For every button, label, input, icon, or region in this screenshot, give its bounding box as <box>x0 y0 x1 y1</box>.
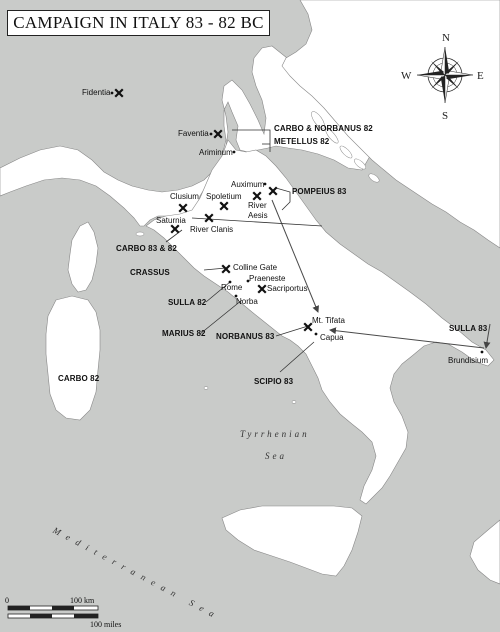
compass-e-label: E <box>477 70 484 82</box>
label-carbo-norbanus-82: CARBO & NORBANUS 82 <box>274 124 373 133</box>
town-dot-capua <box>314 332 318 336</box>
corsica <box>67 221 99 293</box>
map-title: CAMPAIGN IN ITALY 83 - 82 BC <box>7 10 270 36</box>
label-ariminum: Ariminum <box>199 148 233 157</box>
label-clusium: Clusium <box>170 192 199 201</box>
battle-marker-mt-tifata <box>303 322 313 332</box>
town-dots <box>110 91 484 354</box>
battle-marker-auximum <box>268 186 278 196</box>
battle-marker-river-aesis <box>252 191 262 201</box>
label-scipio-83: SCIPIO 83 <box>254 377 294 386</box>
battle-marker-fidentia <box>114 88 124 98</box>
scale-miles-label: 100 miles <box>90 620 122 629</box>
town-dot-brundisium <box>480 350 484 354</box>
compass-rose: N S E W <box>401 32 484 122</box>
town-dot-ariminum <box>232 150 236 154</box>
label-crassus: CRASSUS <box>130 268 170 277</box>
leader-lines <box>165 129 323 373</box>
dalmatian-islands <box>311 111 380 183</box>
small-islands <box>135 231 297 404</box>
label-rome: Rome <box>221 283 243 292</box>
route-sulla-from-brundisium <box>329 327 485 349</box>
battle-marker-river-clanis <box>204 213 214 223</box>
battle-marker-saturnia <box>170 224 180 234</box>
label-brundisium: Brundisium <box>448 356 489 365</box>
battle-marker-colline-gate <box>221 264 231 274</box>
label-pompeius-83: POMPEIUS 83 <box>292 187 347 196</box>
scale-zero: 0 <box>5 596 9 605</box>
label-carbo-82: CARBO 82 <box>58 374 100 383</box>
label-mt-tifata: Mt. Tifata <box>312 316 345 325</box>
label-tyrrhenian: Tyrrhenian <box>240 429 310 439</box>
compass-w-label: W <box>401 70 412 82</box>
town-dot-praeneste <box>246 279 250 283</box>
northern-mainland <box>0 45 371 227</box>
label-sacriportus: Sacriportus <box>267 284 308 293</box>
label-norbanus-83: NORBANUS 83 <box>216 332 275 341</box>
label-sulla-83: SULLA 83 <box>449 324 488 333</box>
label-praeneste: Praeneste <box>249 274 286 283</box>
route-pompeius-to-capua <box>271 199 319 313</box>
sardinia <box>45 295 101 421</box>
town-dot-auximum <box>263 182 267 186</box>
town-dot-fidentia <box>110 91 114 95</box>
label-fidentia: Fidentia <box>82 88 111 97</box>
label-metellus-82: METELLUS 82 <box>274 137 330 146</box>
label-spoletium: Spoletium <box>206 192 242 201</box>
label-auximum: Auximum <box>231 180 265 189</box>
scale-bar <box>7 605 99 619</box>
compass-s-label: S <box>442 110 448 122</box>
battle-marker-faventia <box>213 129 223 139</box>
label-norba: Norba <box>236 297 258 306</box>
label-saturnia: Saturnia <box>156 216 186 225</box>
label-sulla-82: SULLA 82 <box>168 298 207 307</box>
compass-n-label: N <box>442 32 450 44</box>
battle-marker-clusium <box>178 203 188 213</box>
town-dot-faventia <box>209 132 213 136</box>
town-dot-rome <box>228 280 232 284</box>
label-tyrrhenian-sea: Sea <box>265 451 287 461</box>
label-river-clanis: River Clanis <box>190 225 234 234</box>
label-carbo-83-82: CARBO 83 & 82 <box>116 244 177 253</box>
campaign-routes <box>271 199 491 349</box>
battle-markers <box>114 88 313 332</box>
italian-peninsula <box>145 139 495 505</box>
town-dot-norba <box>234 294 238 298</box>
label-river-aesis: River Aesis <box>248 201 268 220</box>
label-marius-82: MARIUS 82 <box>162 329 206 338</box>
route-sulla-arrow-top <box>483 323 491 349</box>
label-capua: Capua <box>320 333 344 342</box>
north-africa <box>469 519 500 585</box>
sicily <box>221 505 363 577</box>
town-dot-spoletium <box>220 202 224 206</box>
scale-km-label: 100 km <box>70 596 95 605</box>
label-faventia: Faventia <box>178 129 209 138</box>
label-colline-gate: Colline Gate <box>233 263 278 272</box>
battle-marker-sacriportus <box>257 284 267 294</box>
